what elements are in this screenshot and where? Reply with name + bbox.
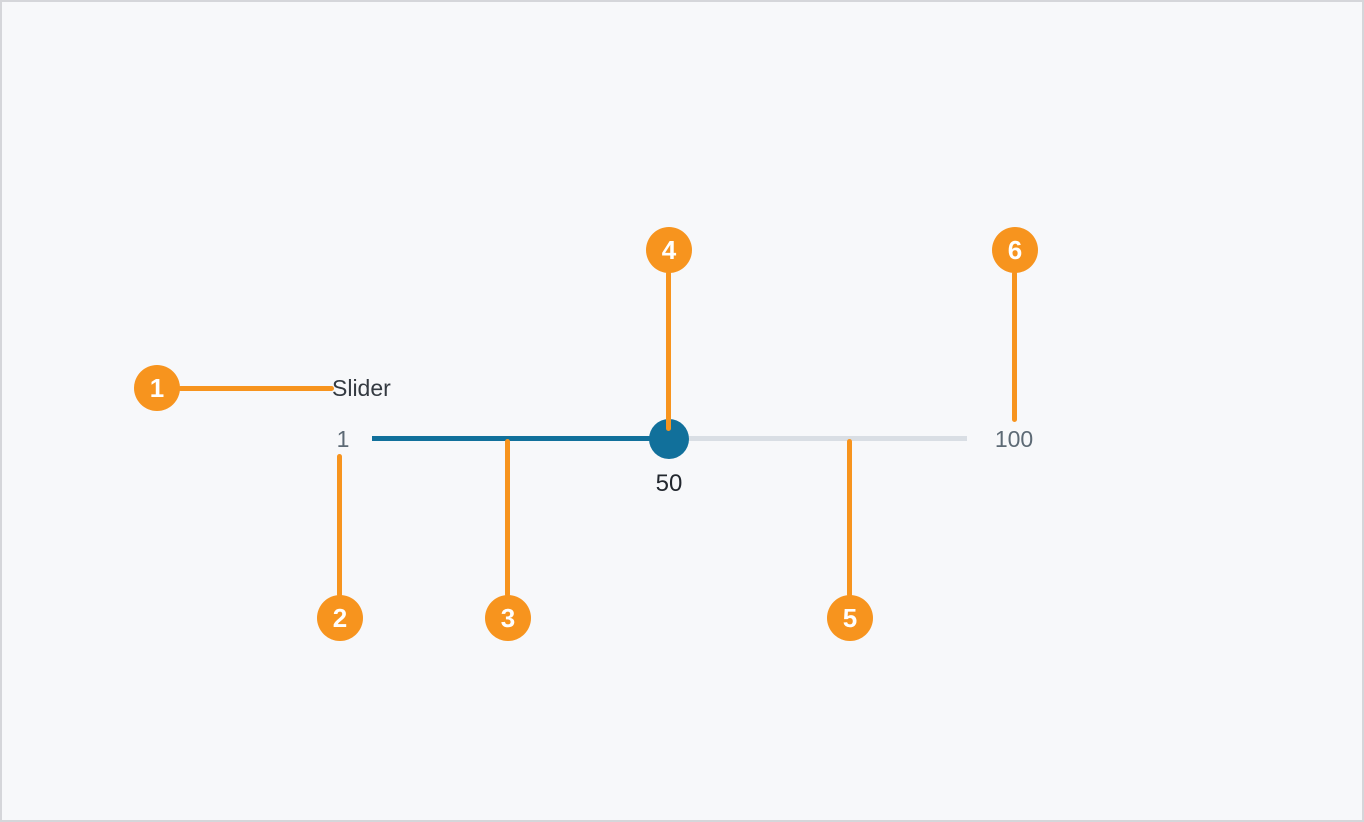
- annotation-line-2-min-label: [337, 454, 342, 597]
- slider-min-label: 1: [336, 426, 350, 452]
- annotation-line-4-handle: [666, 271, 671, 431]
- annotation-marker-unfilled-track: 5: [827, 595, 873, 641]
- annotation-marker-min-label: 2: [317, 595, 363, 641]
- annotation-line-6-max-label: [1012, 271, 1017, 422]
- annotation-line-5-unfilled-track: [847, 439, 852, 597]
- annotation-marker-max-label: 6: [992, 227, 1038, 273]
- annotation-line-3-filled-track: [505, 439, 510, 597]
- slider-value-label: 50: [655, 470, 683, 497]
- slider-label: Slider: [332, 375, 391, 401]
- slider-max-label: 100: [994, 426, 1034, 452]
- annotation-marker-handle: 4: [646, 227, 692, 273]
- annotation-marker-slider-label: 1: [134, 365, 180, 411]
- annotation-line-1-label: [178, 386, 334, 391]
- annotation-marker-filled-track: 3: [485, 595, 531, 641]
- slider-filled-track[interactable]: [372, 436, 669, 441]
- slider-unfilled-track[interactable]: [669, 436, 967, 441]
